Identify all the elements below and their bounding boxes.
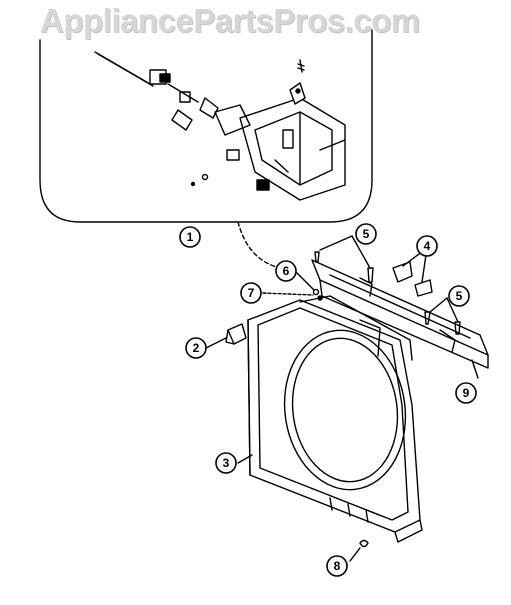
callout-circle-5b [448, 285, 470, 307]
control-bracket [311, 259, 489, 369]
callout-label-5a: 5 [363, 227, 370, 241]
callout-label-3: 3 [223, 456, 230, 470]
callout-circle-9 [455, 382, 477, 404]
callout-circle-2 [185, 337, 207, 359]
fasteners [312, 251, 461, 548]
switch-assembly-detail [94, 51, 346, 201]
callout-circle-8 [326, 555, 348, 577]
callout-label-2: 2 [193, 341, 200, 355]
callout-circle-7 [240, 282, 262, 304]
callout-circle-4 [416, 235, 438, 257]
callout-circle-1 [179, 226, 201, 248]
callout-circle-3 [215, 452, 237, 474]
callout-label-8: 8 [334, 559, 341, 573]
callout-label-7: 7 [248, 286, 255, 300]
front-panel [247, 295, 423, 543]
callout-label-5b: 5 [456, 289, 463, 303]
inset-leader-dashed [237, 221, 281, 269]
button-part [227, 323, 247, 345]
callout-label-1: 1 [187, 230, 194, 244]
callout-circle-6 [275, 260, 297, 282]
callout-label-4: 4 [424, 239, 431, 253]
callout-label-6: 6 [283, 264, 290, 278]
watermark-text: AppliancePartsPros.com [40, 2, 420, 39]
detail-inset-frame [39, 29, 373, 223]
callout-label-9: 9 [463, 386, 470, 400]
callout-circles [179, 223, 477, 577]
callout-circle-5a [355, 223, 377, 245]
